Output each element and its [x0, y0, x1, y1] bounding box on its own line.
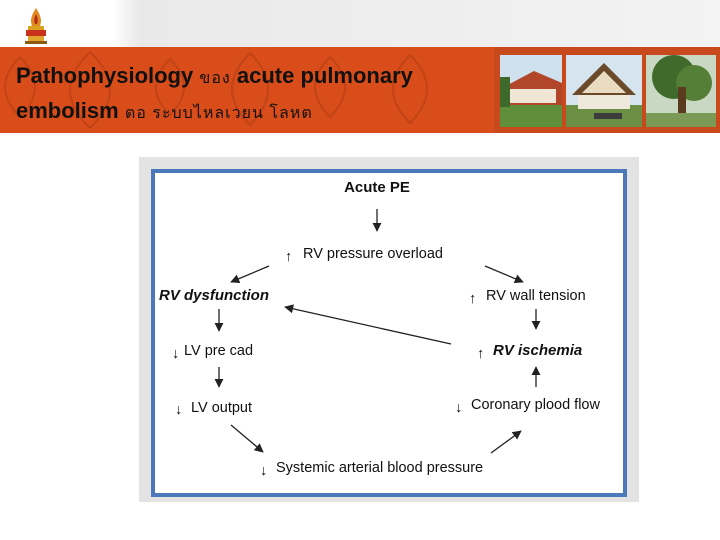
title-thai-of: ของ — [199, 70, 231, 87]
node-coronary-blood-flow: Coronary plood flow — [471, 397, 600, 413]
node-systemic-arterial-bp: Systemic arterial blood pressure — [276, 460, 483, 476]
title-embolism: embolism — [16, 98, 119, 123]
top-tab-shade — [60, 0, 720, 47]
slide-title: Pathophysiology ของ acute pulmonary embo… — [16, 60, 486, 130]
tree-photo — [646, 55, 716, 127]
node-rv-pressure-overload: RV pressure overload — [303, 246, 443, 262]
title-word-pathophysiology: Pathophysiology — [16, 63, 194, 88]
pavilion-photo — [566, 55, 642, 127]
arrow-pressure-to-wall-tension — [484, 265, 524, 284]
arrow-output-to-systemic — [230, 424, 264, 453]
up-arrow-rv-pressure: ↑ — [285, 249, 292, 265]
header-pattern-decoration — [4, 51, 428, 130]
node-rv-wall-tension: RV wall tension — [486, 288, 586, 304]
header-building-photos — [494, 47, 720, 133]
campus-photo-1 — [500, 55, 562, 127]
down-arrow-lv-output: ↓ — [175, 402, 182, 418]
title-thai-circulation: ตอ ระบบไหลเวยน โลหต — [124, 105, 313, 122]
down-arrow-systemic-bp: ↓ — [260, 463, 267, 479]
arrow-pressure-to-dysfunction — [230, 265, 270, 284]
node-rv-dysfunction: RV dysfunction — [159, 287, 269, 304]
up-arrow-rv-wall: ↑ — [469, 291, 476, 307]
diagram-border — [151, 169, 627, 497]
arrow-ischemia-to-dysfunction — [284, 304, 452, 345]
down-arrow-lv-preload: ↓ — [172, 346, 179, 362]
title-acute-pulmonary: acute pulmonary — [236, 63, 413, 88]
pathophysiology-flow-diagram: Acute PE ↑ RV pressure overload RV dysfu… — [139, 157, 639, 502]
node-lv-output: LV output — [191, 400, 252, 416]
arrow-systemic-to-coronary — [490, 430, 522, 454]
up-arrow-rv-ischemia: ↑ — [477, 346, 484, 362]
top-bar — [0, 0, 720, 47]
down-arrow-coronary-flow: ↓ — [455, 400, 462, 416]
node-acute-pe: Acute PE — [344, 179, 410, 196]
node-lv-preload: LV pre cad — [184, 343, 253, 359]
university-logo-icon — [25, 8, 47, 44]
node-rv-ischemia: RV ischemia — [493, 342, 582, 359]
